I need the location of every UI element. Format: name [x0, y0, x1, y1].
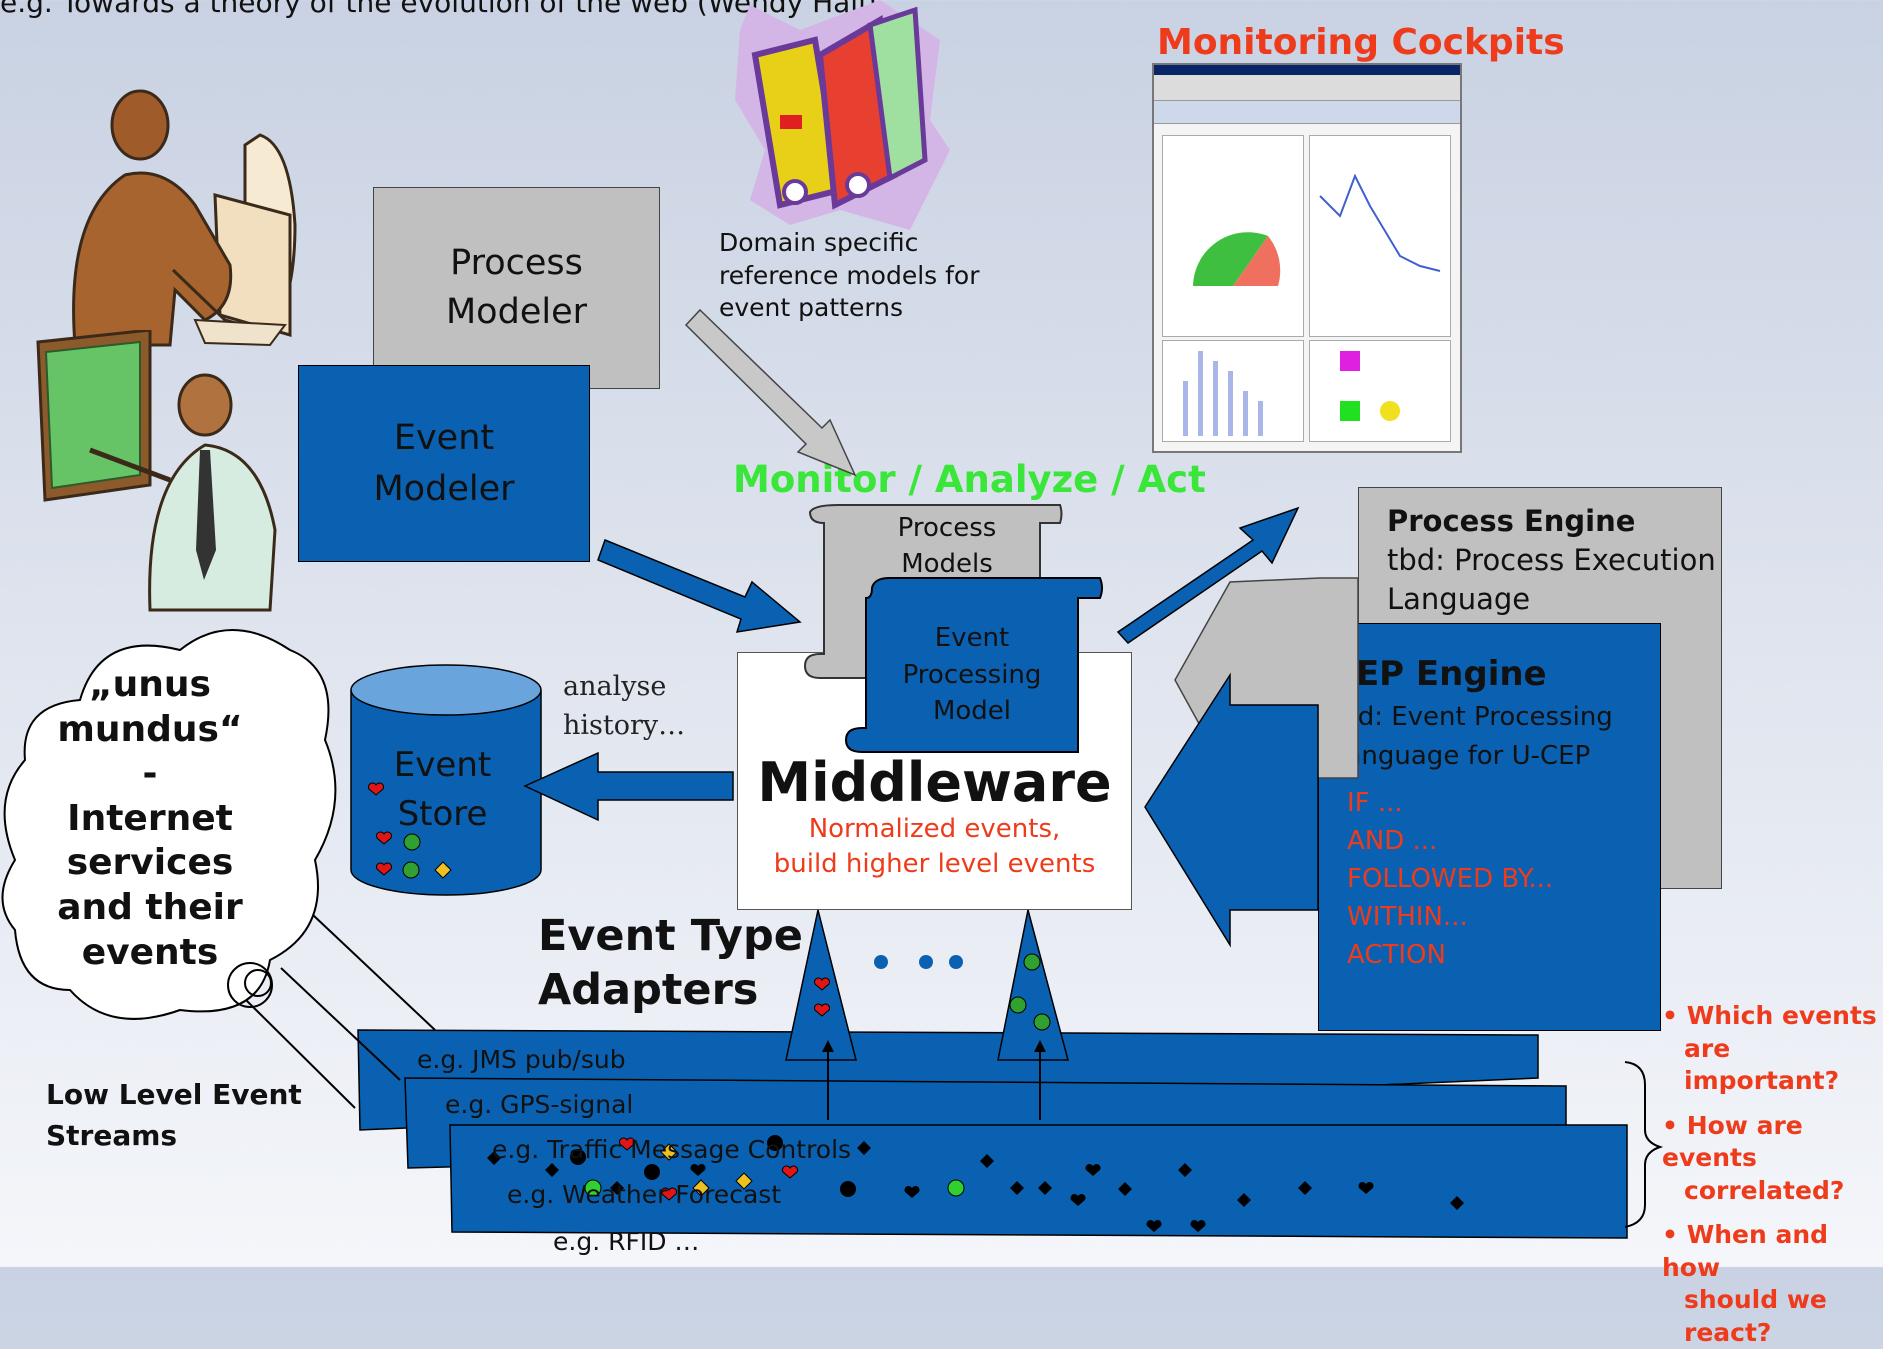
question-3-line-2: should we react? [1684, 1285, 1827, 1347]
cloud-line-5: services [66, 842, 234, 884]
monitoring-cockpit-screenshot [1152, 63, 1462, 453]
event-processing-model-label: Event Processing Model [862, 623, 1082, 726]
question-1-line-2: are important? [1684, 1033, 1840, 1096]
cep-rule-action: ACTION [1347, 939, 1446, 970]
low-level-streams-label: Low Level Event Streams [46, 1075, 302, 1156]
process-models-line-2: Models [901, 549, 993, 579]
cep-rule-if: IF ... [1347, 787, 1403, 818]
reference-models-caption: Domain specific reference models for eve… [719, 227, 980, 325]
stream-label-rfid: e.g. RFID … [553, 1227, 700, 1256]
cep-rule-and: AND ... [1347, 825, 1438, 856]
binders-illustration [735, 0, 950, 230]
event-type-adapters-title: Event Type Adapters [538, 910, 803, 1018]
reference-models-line-3: event patterns [719, 293, 904, 322]
event-store-line-1: Event [393, 744, 492, 785]
presenter-illustration [36, 330, 277, 612]
event-processing-model-line-2: Model [932, 696, 1012, 727]
analyse-history-caption: analyse history… [563, 667, 685, 745]
process-models-label: Process Models [858, 511, 1036, 581]
middleware-to-store-arrow [523, 751, 734, 822]
event-modeler-line-1: Event [393, 417, 495, 458]
event-processing-model-line-1: Event Processing [902, 623, 1042, 690]
process-engine-desc-1: tbd: Process Execution [1387, 543, 1716, 578]
cloud-label: „unus mundus“ - Internet services and th… [30, 663, 270, 975]
reference-models-to-models-arrow [684, 308, 857, 477]
monitoring-cockpits-title: Monitoring Cockpits [1157, 22, 1565, 63]
process-engine-title: Process Engine [1387, 504, 1636, 538]
questions-list: • Which events are important? • How are … [1662, 1000, 1883, 1349]
cloud-line-7: events [81, 931, 219, 973]
process-engine-desc-2: Language [1387, 582, 1531, 617]
adapter-cone-right [997, 909, 1069, 1120]
event-modeler-box[interactable]: Event Modeler [298, 365, 590, 562]
cloud-line-1: „unus [89, 664, 211, 705]
cloud-line-6: and their [57, 886, 243, 928]
low-level-streams-line-1: Low Level Event [46, 1078, 302, 1111]
stream-label-gps: e.g. GPS-signal [445, 1090, 634, 1119]
cloud-line-4: Internet [67, 797, 233, 839]
stream-label-jms: e.g. JMS pub/sub [417, 1045, 626, 1074]
questions-brace [1624, 1061, 1664, 1228]
event-store-line-2: Store [397, 794, 488, 834]
cloud-line-2: mundus“ [57, 708, 243, 750]
event-type-adapters-line-2: Adapters [538, 964, 759, 1015]
analyse-history-line-1: analyse [563, 671, 667, 702]
middleware-subtitle-1: Normalized events, [808, 814, 1061, 845]
monitor-analyze-act-label: Monitor / Analyze / Act [733, 458, 1206, 501]
question-2-line-2: correlated? [1684, 1175, 1845, 1205]
cep-rule-followed-by: FOLLOWED BY... [1347, 863, 1554, 894]
cep-engine-title: CEP Engine [1331, 654, 1547, 694]
event-type-adapters-line-1: Event Type [538, 911, 803, 961]
question-3-line-1: • When and how [1662, 1220, 1829, 1282]
cep-engine-box[interactable]: CEP Engine tbd: Event Processing Languag… [1318, 623, 1661, 1031]
middleware-box[interactable]: Middleware Normalized events, build high… [737, 652, 1132, 910]
low-level-streams-line-2: Streams [46, 1118, 178, 1152]
analyse-history-line-2: history… [563, 710, 686, 742]
cloud-line-3: - [142, 753, 158, 795]
middleware-to-process-engine-arrow [1116, 506, 1300, 644]
process-models-line-1: Process [897, 512, 997, 543]
question-2-line-1: • How are events [1662, 1110, 1803, 1173]
process-modeler-line-2: Modeler [445, 292, 587, 332]
top-caption: e.g. Towards a theory of the evolution o… [0, 0, 877, 19]
reference-models-line-1: Domain specific [719, 228, 919, 257]
process-modeler-line-1: Process [450, 243, 583, 283]
event-store-label: Event Store [365, 740, 520, 840]
process-modeler-box[interactable]: Process Modeler [373, 187, 660, 389]
event-modeler-line-2: Modeler [373, 468, 515, 509]
adapter-ellipsis-dots [874, 955, 963, 969]
event-modeler-to-models-arrow [597, 539, 802, 633]
cep-engine-to-middleware-arrow [1144, 672, 1319, 948]
question-1-line-1: • Which events [1662, 1001, 1877, 1030]
computer-user-illustration [72, 89, 297, 347]
stream-label-weather: e.g. Weather Forecast [507, 1180, 782, 1209]
cep-rule-within: WITHIN... [1347, 901, 1468, 932]
reference-models-line-2: reference models for [719, 260, 980, 290]
cep-engine-desc-2: Language for U-CEP [1331, 740, 1591, 771]
cep-engine-desc-1: tbd: Event Processing [1331, 701, 1613, 732]
middleware-title: Middleware [757, 751, 1112, 814]
stream-label-traffic: e.g. Traffic Message Controls [492, 1135, 852, 1164]
middleware-subtitle-2: build higher level events [773, 849, 1096, 880]
